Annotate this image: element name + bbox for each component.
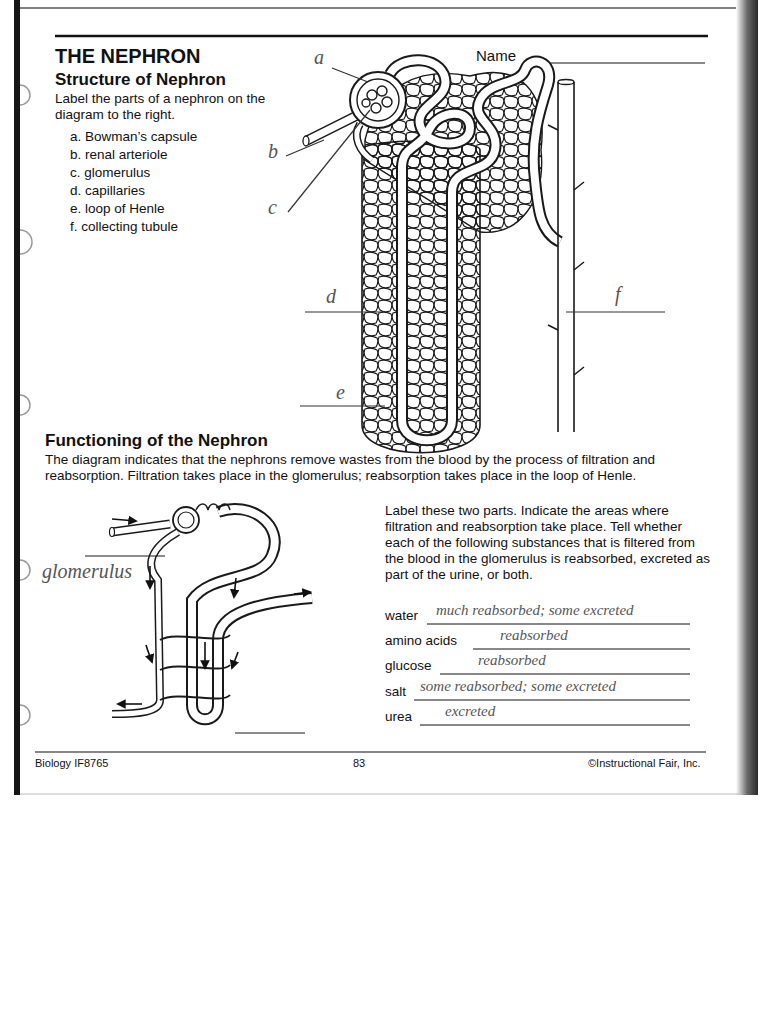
handwritten-label: a <box>314 46 324 68</box>
scan-border <box>14 0 758 795</box>
part-list-item: b. renal arteriole <box>70 147 168 163</box>
page-rules <box>35 36 708 752</box>
handwritten-label: e <box>336 381 345 403</box>
flow-arrows <box>112 519 310 704</box>
nephron-illustration <box>303 60 584 453</box>
substance-name: urea <box>385 709 412 725</box>
instruction-text: Label the parts of a nephron on the diag… <box>55 91 280 123</box>
handwritten-answer: reabsorbed <box>500 626 568 644</box>
handwritten-label: d <box>326 285 336 307</box>
handwritten-label: b <box>268 140 278 162</box>
part-list-item: d. capillaries <box>70 183 145 199</box>
leader-lines <box>286 68 665 406</box>
substance-name: water <box>385 608 418 624</box>
handwritten-answer: some reabsorbed; some excreted <box>420 677 616 695</box>
footer-text: ©Instructional Fair, Inc. <box>588 757 701 770</box>
part-list-item: e. loop of Henle <box>70 201 165 217</box>
substance-name: glucose <box>385 658 432 674</box>
substance-name: amino acids <box>385 633 457 649</box>
handwritten-label: glomerulus <box>42 560 132 582</box>
part-list-item: a. Bowman’s capsule <box>70 129 197 145</box>
handwritten-label: c <box>268 196 277 218</box>
handwritten-answer: reabsorbed <box>478 651 546 669</box>
instruction-text: Label these two parts. Indicate the area… <box>385 503 713 583</box>
section-heading: Structure of Nephron <box>55 70 226 90</box>
paragraph-text: The diagram indicates that the nephrons … <box>45 452 730 484</box>
footer-text: Biology IF8765 <box>35 757 108 770</box>
substance-name: salt <box>385 684 406 700</box>
name-field-label: Name <box>476 47 516 65</box>
part-list-item: f. collecting tubule <box>70 219 178 235</box>
handwritten-answer: much reabsorbed; some excreted <box>436 601 634 619</box>
nephron-function-illustration <box>85 504 312 733</box>
handwritten-answer: excreted <box>445 702 495 720</box>
section-heading: Functioning of the Nephron <box>45 431 268 451</box>
handwritten-label: f <box>615 283 621 305</box>
part-list-item: c. glomerulus <box>70 165 150 181</box>
worksheet-title: THE NEPHRON <box>55 44 201 68</box>
page-number: 83 <box>353 757 365 770</box>
